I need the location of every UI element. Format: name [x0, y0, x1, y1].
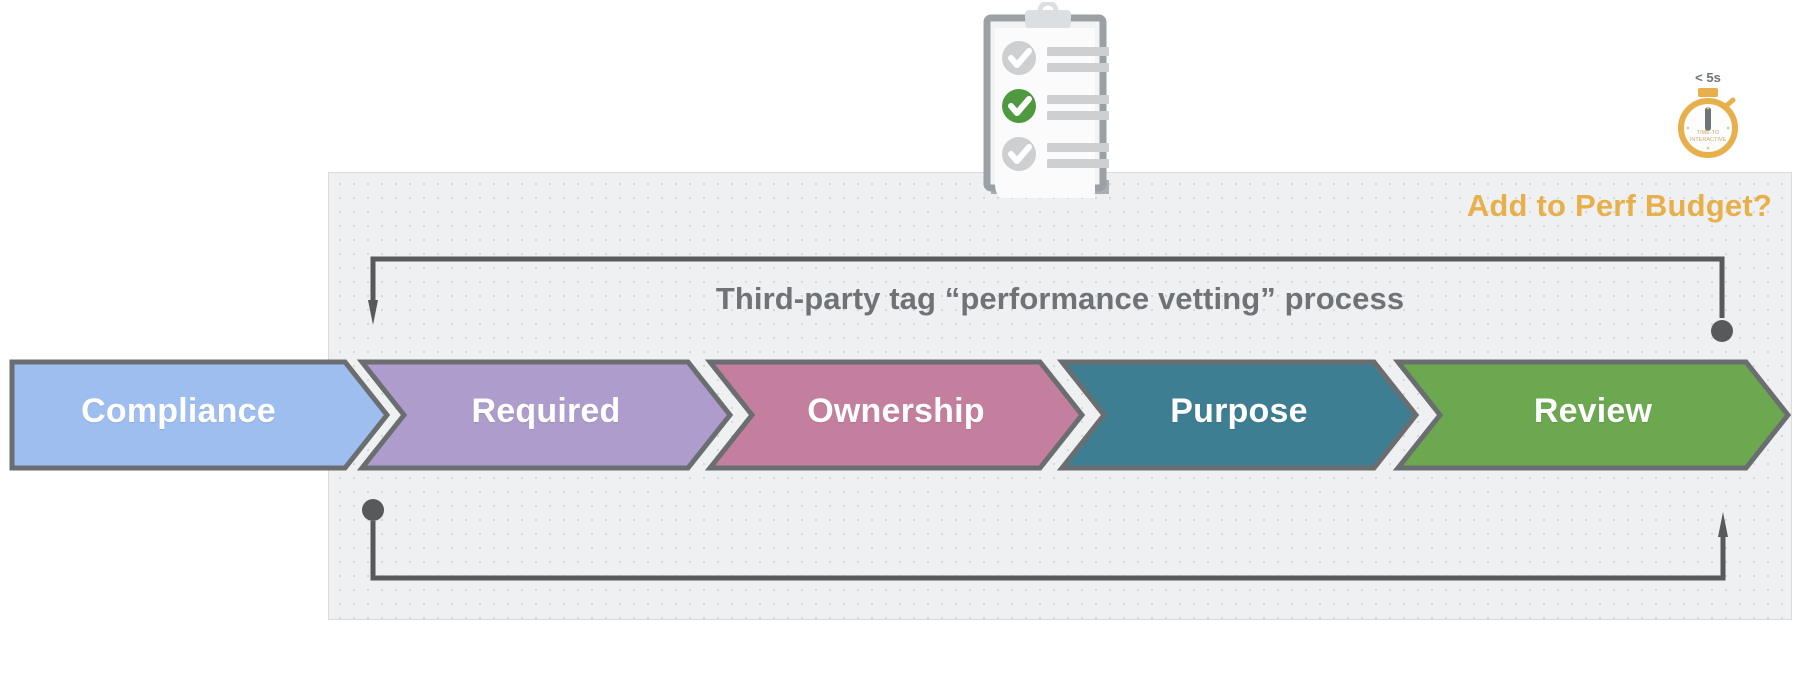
stage-label-compliance: Compliance [81, 392, 276, 430]
stage-chevron-review[interactable] [1392, 359, 1792, 471]
stopwatch-face-line-2: INTERACTIVE [1690, 137, 1727, 143]
stage-label-purpose: Purpose [1170, 392, 1308, 430]
top-loop-arrowhead [368, 300, 378, 325]
stage-chevron-required[interactable] [356, 359, 734, 471]
stage-label-ownership: Ownership [807, 392, 985, 430]
stage-chevron-purpose[interactable] [1056, 359, 1420, 471]
process-title: Third-party tag “performance vetting” pr… [715, 281, 1405, 316]
top-loop-dot [1711, 320, 1733, 342]
clipboard-clip-ring [1037, 2, 1059, 22]
checklist-clipboard-icon [983, 2, 1109, 198]
process-title-container: Third-party tag “performance vetting” pr… [328, 281, 1792, 317]
stage-label-required: Required [471, 392, 621, 430]
stopwatch-badge: < 5s [1695, 70, 1721, 85]
clipboard-check-2 [1002, 89, 1036, 123]
perf-budget-label: Add to Perf Budget? [1466, 188, 1772, 223]
bottom-loop-arrowhead [1718, 512, 1728, 537]
top-feedback-loop [368, 256, 1733, 342]
bottom-feedback-loop [362, 499, 1728, 581]
stopwatch-icon: < 5s TIME-TO INTERACTIVE [1678, 70, 1738, 158]
bottom-loop-dot [362, 499, 384, 521]
stage-chevron-ownership[interactable] [704, 359, 1086, 471]
stopwatch-face-line-1: TIME-TO [1697, 130, 1720, 136]
stopwatch-crown [1698, 88, 1718, 97]
stage-chevron-compliance[interactable] [9, 359, 391, 471]
clipboard-check-1 [1002, 41, 1036, 75]
stage-label-review: Review [1533, 392, 1653, 430]
stopwatch-button [1723, 97, 1736, 109]
clipboard-check-3 [1002, 137, 1036, 171]
